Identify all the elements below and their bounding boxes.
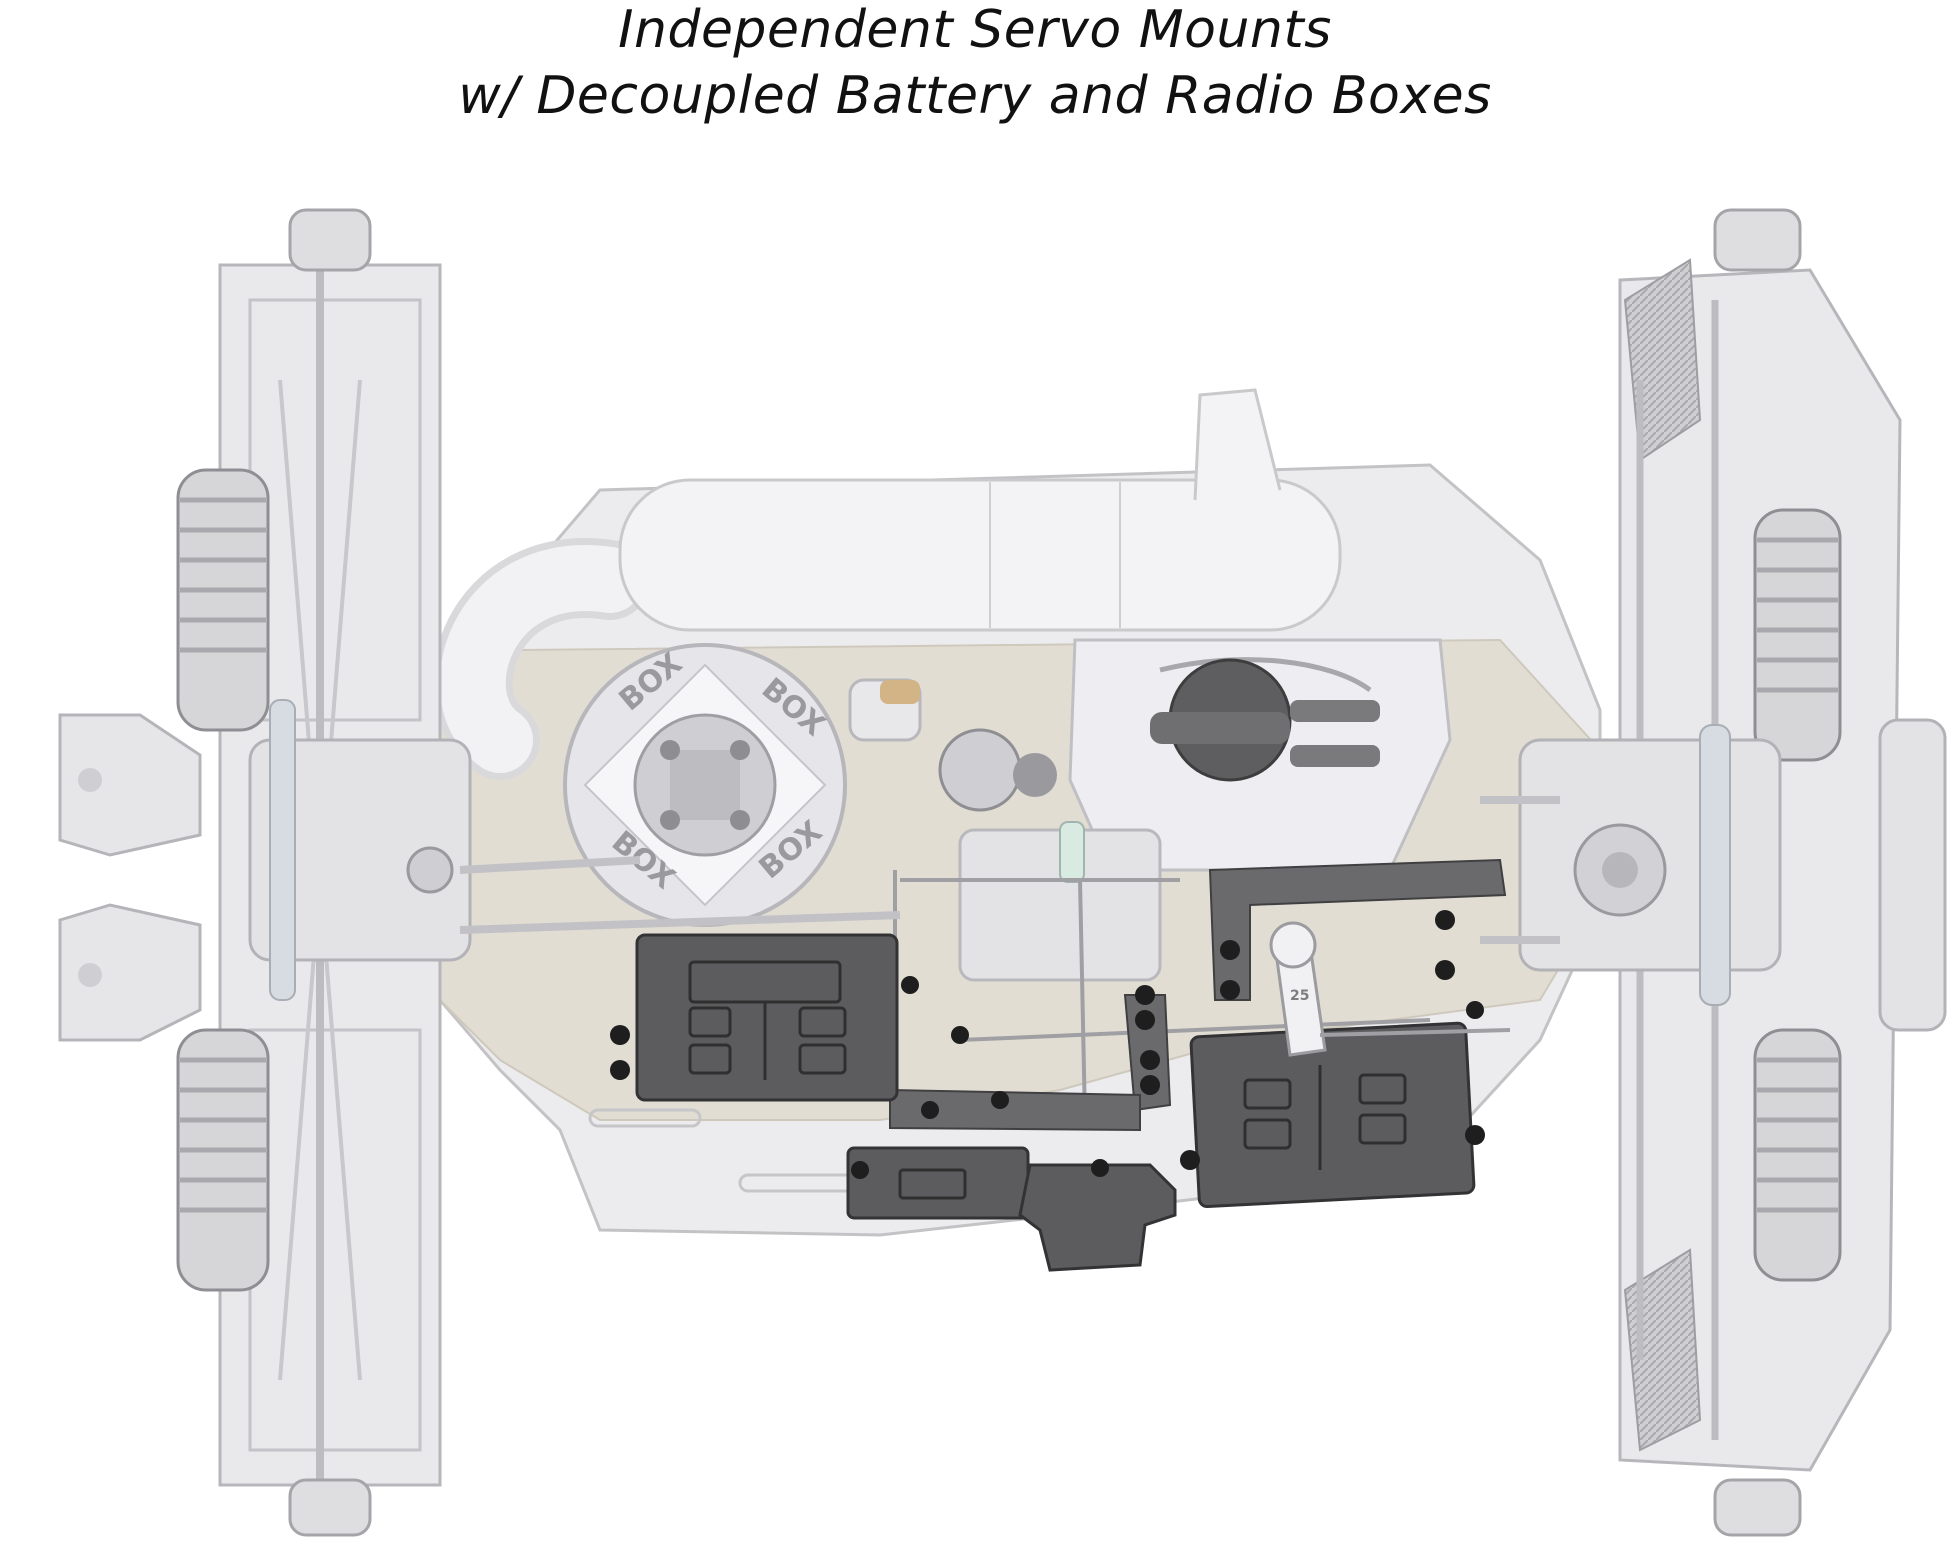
mount-screws — [610, 910, 1485, 1179]
exhaust-pipe — [432, 388, 1342, 780]
servo-linkage — [893, 821, 1431, 1121]
servo-saver: 25 — [1269, 921, 1511, 1057]
title-line-2: w/ Decoupled Battery and Radio Boxes — [458, 66, 1492, 126]
chassis-links — [459, 796, 1560, 944]
servo-saver-label: 25 — [1290, 988, 1309, 1004]
battery-box — [1189, 1021, 1476, 1209]
front-suspension — [58, 208, 472, 1537]
fuel-tank — [1068, 638, 1452, 872]
receiver-box — [635, 933, 899, 1102]
switch-mount — [846, 1146, 1177, 1272]
engine-flywheel: BOX BOX BOX BOX — [563, 643, 1057, 927]
title-line-1: Independent Servo Mounts — [618, 0, 1332, 60]
chassis-diagram: BOX BOX BOX BOX — [58, 208, 1947, 1537]
rear-suspension — [1518, 208, 1947, 1537]
